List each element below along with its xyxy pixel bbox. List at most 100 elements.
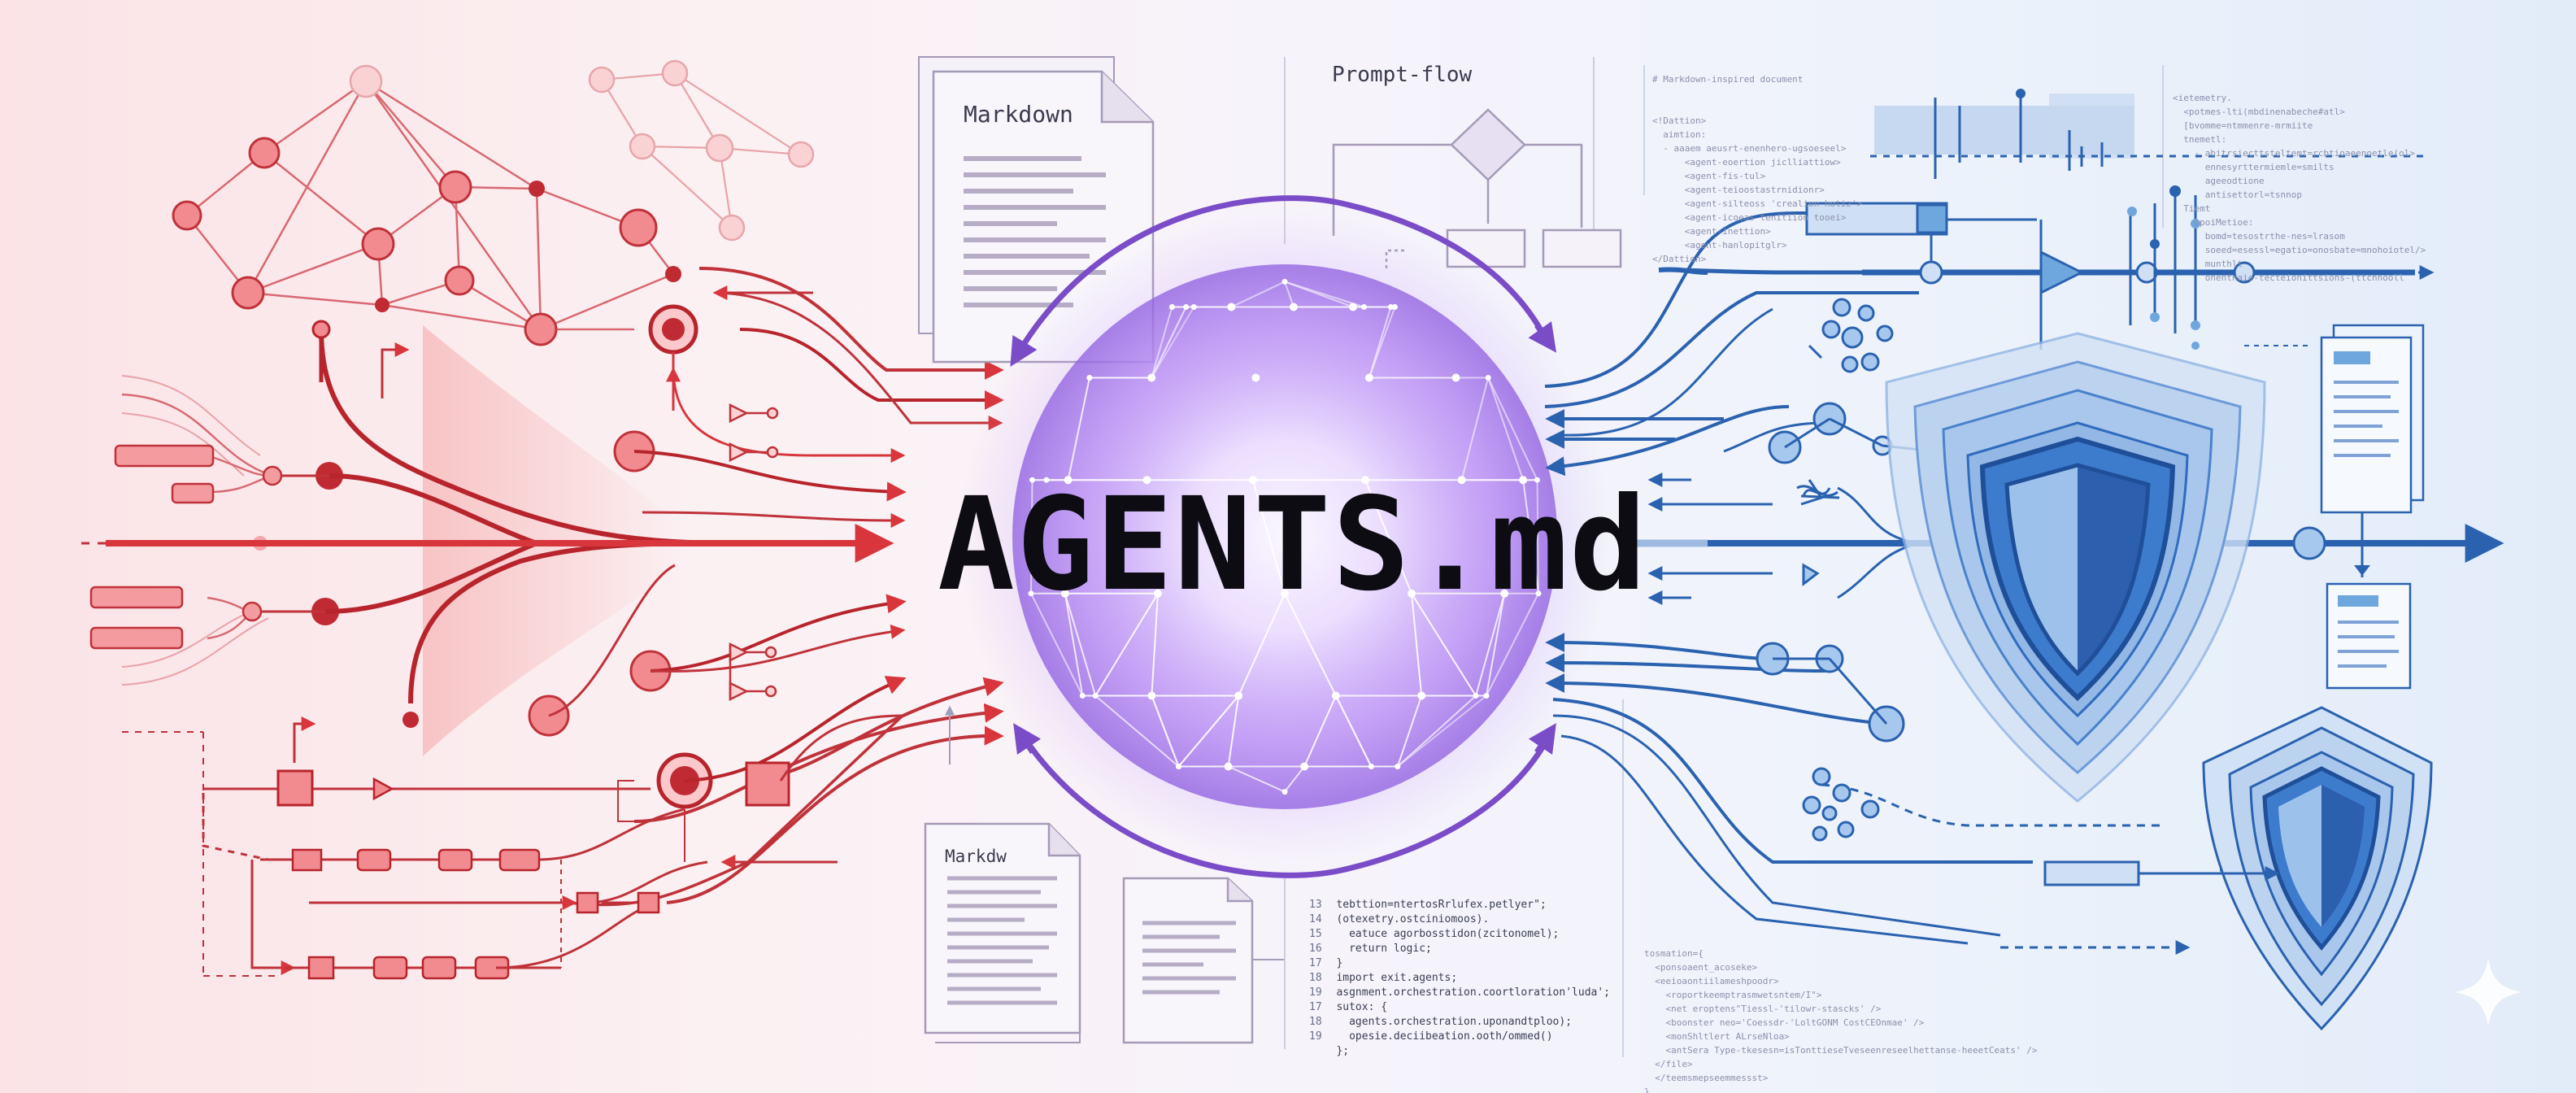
sphere-mesh-node	[1079, 693, 1086, 699]
code-line: aimtion:	[1652, 129, 1707, 140]
code-top-heading: # Markdown-inspired document	[1652, 74, 1804, 85]
code-line: opoiMetioe:	[2173, 217, 2254, 228]
code-line: eatuce agorbosstidon(zcitonomel);	[1336, 928, 1560, 940]
sphere-mesh-node	[1392, 304, 1398, 310]
sphere-mesh-node	[1364, 373, 1373, 382]
sphere-mesh-edge	[1230, 281, 1286, 308]
sphere-mesh-node	[1361, 476, 1370, 485]
code-line: <!Dattion>	[1652, 115, 1707, 126]
sphere-mesh-edge	[1486, 593, 1539, 696]
blue-timeline-bars	[1870, 89, 2423, 179]
code-line: 17	[1309, 1001, 1322, 1013]
blue-small-markers	[1796, 479, 1838, 506]
sphere-mesh-edge	[1460, 377, 1490, 481]
sphere-mesh-edge	[1151, 307, 1173, 378]
sphere-mesh-node	[1395, 764, 1401, 769]
blue-flow-lines	[1544, 211, 2504, 955]
sphere-mesh-edge	[1151, 593, 1159, 696]
sphere-mesh-edge	[1151, 307, 1187, 378]
sphere-mesh-node	[1387, 304, 1394, 310]
sphere-mesh-node	[1227, 303, 1236, 311]
sphere-mesh-node	[1473, 693, 1479, 699]
sphere-mesh-node	[1534, 477, 1540, 483]
red-pipeline	[122, 714, 904, 980]
sphere-mesh-node	[1535, 590, 1542, 597]
code-top-right-lines: <ietemetry. <potmes-lti(mbdinenabeche#at…	[2173, 91, 2441, 285]
code-line: <agent-icoeas tenitiion tooei>	[1652, 212, 1847, 223]
sphere-mesh-edge	[1396, 695, 1423, 767]
blue-chain-top	[1805, 185, 2435, 350]
sphere-mesh-node	[1190, 304, 1197, 310]
sphere-mesh-node	[1331, 691, 1340, 700]
code-line: 14	[1309, 913, 1322, 925]
sphere-mesh-node	[1500, 589, 1509, 598]
sphere-mesh-edge	[1475, 593, 1506, 696]
doc-markdown-bottom: Markdw	[924, 705, 1286, 1049]
sphere-mesh-edge	[1303, 695, 1337, 767]
markdown-top-label: Markdown	[964, 101, 1073, 128]
code-line: <agent-eoertion jiclliattiow>	[1652, 157, 1841, 168]
sphere-mesh-edge	[1151, 695, 1180, 767]
sphere-mesh-edge	[1487, 377, 1538, 481]
code-line: tosmation={	[1644, 948, 1704, 959]
sphere-mesh-edge	[1067, 377, 1090, 481]
sphere-mesh-edge	[1284, 765, 1305, 793]
sphere-mesh-edge	[1536, 480, 1539, 594]
shield-small	[2202, 706, 2433, 1031]
blue-connector-block	[2043, 860, 2140, 886]
code-line: import exit.agents;	[1336, 972, 1458, 984]
sphere-mesh-node	[1368, 764, 1374, 769]
sphere-mesh-node	[1043, 477, 1050, 483]
code-line: <agent-inettion>	[1652, 226, 1771, 237]
sphere-mesh-edge	[1238, 593, 1286, 696]
code-line: bomd=tesostrthe-nes=lrasom	[2173, 231, 2345, 242]
sphere-mesh-edge	[1228, 765, 1286, 793]
code-line: </file>	[1644, 1059, 1693, 1069]
sphere-mesh-node	[1281, 789, 1288, 795]
code-line: sutox: {	[1336, 1001, 1388, 1013]
sphere-mesh-edge	[1486, 593, 1506, 696]
code-line: return logic;	[1336, 943, 1432, 955]
sphere-mesh-node	[1519, 476, 1528, 485]
sphere-mesh-node	[1234, 691, 1243, 700]
code-line: 17	[1309, 957, 1322, 969]
code-line: opesie.deciibeation.ooth/ommed()	[1336, 1030, 1553, 1043]
sphere-mesh-edge	[1368, 307, 1396, 378]
code-bottom-right-lines: tosmation={ <ponsoaent_acoseke> <eeioaon…	[1644, 947, 2038, 1093]
code-line: 19	[1309, 1030, 1322, 1043]
code-line: asgnment.orchestration.coortloration'lud…	[1336, 986, 1610, 999]
sphere-mesh-edge	[1522, 480, 1539, 594]
sphere-mesh-node	[1142, 476, 1151, 485]
doc-prompt-flow: Prompt-flow	[1284, 57, 1622, 268]
code-line: ennesyrttermiemle=smilts	[2173, 162, 2334, 172]
sphere-mesh-node	[1483, 693, 1490, 699]
sphere	[959, 195, 1610, 878]
code-line: antisettorl=tsnnop	[2173, 189, 2302, 200]
code-line: <roportkeemptrasmwetsntem/I">	[1644, 990, 1822, 1000]
sphere-mesh-node	[1092, 693, 1099, 699]
sphere-mesh-edge	[1487, 377, 1525, 481]
sphere-mesh-edge	[1335, 695, 1373, 767]
sphere-mesh-node	[1060, 589, 1069, 598]
code-line: <agent-silteoss 'crealion hotiz'>	[1652, 198, 1863, 209]
sphere-mesh-edge	[1177, 695, 1239, 768]
code-block-top: # Markdown-inspired document <!Dattion> …	[1652, 45, 1896, 280]
code-line: }	[1336, 957, 1343, 969]
sphere-mesh-edge	[1411, 593, 1477, 697]
markdown-bottom-label: Markdw	[945, 847, 1007, 866]
shield-large	[1885, 332, 2370, 803]
code-line: }	[1644, 1086, 1650, 1093]
sphere-mesh-node	[1349, 303, 1357, 311]
sphere-mesh-edge	[1284, 281, 1364, 308]
sphere-mesh-node	[1281, 278, 1288, 285]
sphere-mesh-node	[1086, 375, 1093, 381]
code-line: <antSera Type-tkesesn=isTonttieseTveseen…	[1644, 1045, 2038, 1056]
code-line: [bvomme=ntmmenre-mrmiite	[2173, 120, 2313, 131]
sphere-mesh-node	[1064, 476, 1073, 485]
sphere-mesh-edge	[1364, 479, 1412, 594]
code-line: 18	[1309, 972, 1322, 984]
code-line: <boonster neo='Coessdr-'LoltGONM CostCEO…	[1644, 1017, 1925, 1028]
